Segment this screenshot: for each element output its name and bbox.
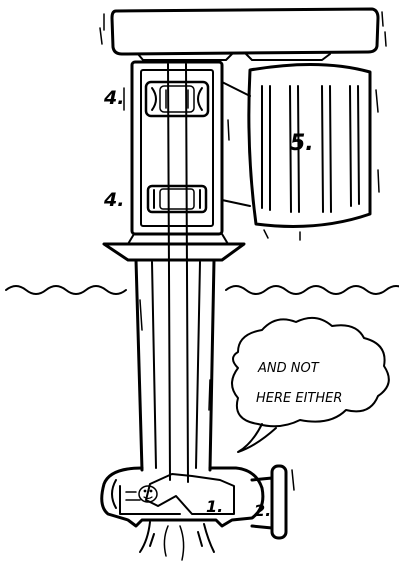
lower-bearing <box>148 186 206 212</box>
label-lower-bearing: 4. <box>103 189 124 211</box>
label-impeller: 1. <box>206 497 223 516</box>
label-volute: 2. <box>254 501 271 520</box>
bearing-housing <box>124 62 229 234</box>
bubble-line-2: HERE EITHER <box>256 391 342 406</box>
suction-inlet <box>140 522 214 560</box>
label-motor: 5. <box>290 131 314 156</box>
mounting-cone <box>104 234 244 260</box>
column-pipe <box>136 260 214 470</box>
water-surface <box>6 286 399 294</box>
pump-shaft <box>168 64 188 482</box>
speech-bubble: AND NOT HERE EITHER <box>232 318 389 452</box>
label-upper-bearing: 4. <box>103 87 124 109</box>
pump-casing <box>102 468 263 526</box>
upper-bearing <box>146 82 208 116</box>
top-mounting-plate <box>100 9 386 60</box>
bubble-line-1: AND NOT <box>257 361 320 376</box>
